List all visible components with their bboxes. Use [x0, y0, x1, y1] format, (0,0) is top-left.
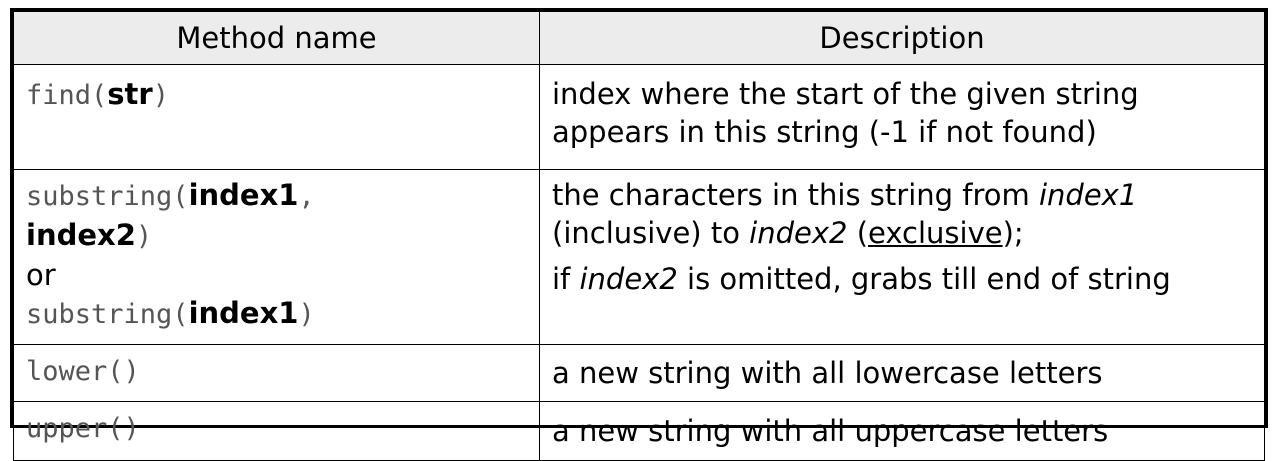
header-row: Method name Description [13, 11, 1265, 65]
description-cell: a new string with all uppercase letters [539, 401, 1265, 461]
description-text: the characters in this string from [552, 178, 1039, 212]
line-gap [552, 252, 1252, 260]
string-methods-table: Method name Description find(str) index … [13, 11, 1265, 461]
description-text: is omitted, grabs till end of string [677, 262, 1171, 296]
description-italic: index2 [749, 216, 848, 250]
description-line: the characters in this string from index… [552, 176, 1252, 214]
method-close: ) [298, 299, 315, 330]
method-cell: lower() [13, 344, 540, 402]
or-label: or [26, 258, 56, 292]
description-text: (inclusive) to [552, 216, 750, 250]
method-name: substring( [26, 299, 189, 330]
description-line: index where the start of the given strin… [552, 77, 1139, 111]
description-text: ); [1002, 216, 1024, 250]
method-arg: str [107, 77, 153, 111]
header-method-name: Method name [13, 11, 540, 65]
description-text: if [552, 262, 580, 296]
method-table-container: Method name Description find(str) index … [10, 8, 1268, 461]
method-cell: upper() [13, 401, 540, 461]
method-name: lower() [26, 356, 140, 387]
description-cell: index where the start of the given strin… [539, 64, 1265, 170]
method-arg: index1 [188, 296, 299, 330]
table-row: lower() a new string with all lowercase … [13, 344, 1265, 402]
method-arg: index2 [26, 218, 136, 252]
description-text: ( [847, 216, 869, 250]
table-row: find(str) index where the start of the g… [13, 64, 1265, 170]
method-signature-line: substring(index1) [26, 294, 527, 334]
description-cell: a new string with all lowercase letters [539, 344, 1265, 402]
description-cell: the characters in this string from index… [539, 169, 1265, 345]
method-cell: substring(index1, index2) or substring(i… [13, 169, 540, 345]
method-name: find( [26, 80, 108, 111]
method-close: ) [152, 80, 169, 111]
description-underline: exclusive [868, 216, 1003, 250]
method-cell: find(str) [13, 64, 540, 170]
method-signature-line: index2) [26, 216, 527, 256]
table-row: upper() a new string with all uppercase … [13, 401, 1265, 461]
method-name: upper() [26, 413, 140, 444]
method-arg: index1 [188, 178, 299, 212]
description-italic: index2 [579, 262, 678, 296]
description-line: appears in this string (-1 if not found) [552, 115, 1097, 149]
method-comma: , [298, 181, 315, 212]
method-name: substring( [26, 181, 189, 212]
method-signature-line: substring(index1, [26, 176, 527, 216]
table-row: substring(index1, index2) or substring(i… [13, 169, 1265, 345]
method-close: ) [135, 221, 153, 252]
description-line: if index2 is omitted, grabs till end of … [552, 260, 1252, 298]
description-line: (inclusive) to index2 (exclusive); [552, 214, 1252, 252]
header-description: Description [539, 11, 1265, 65]
description-italic: index1 [1038, 178, 1138, 212]
